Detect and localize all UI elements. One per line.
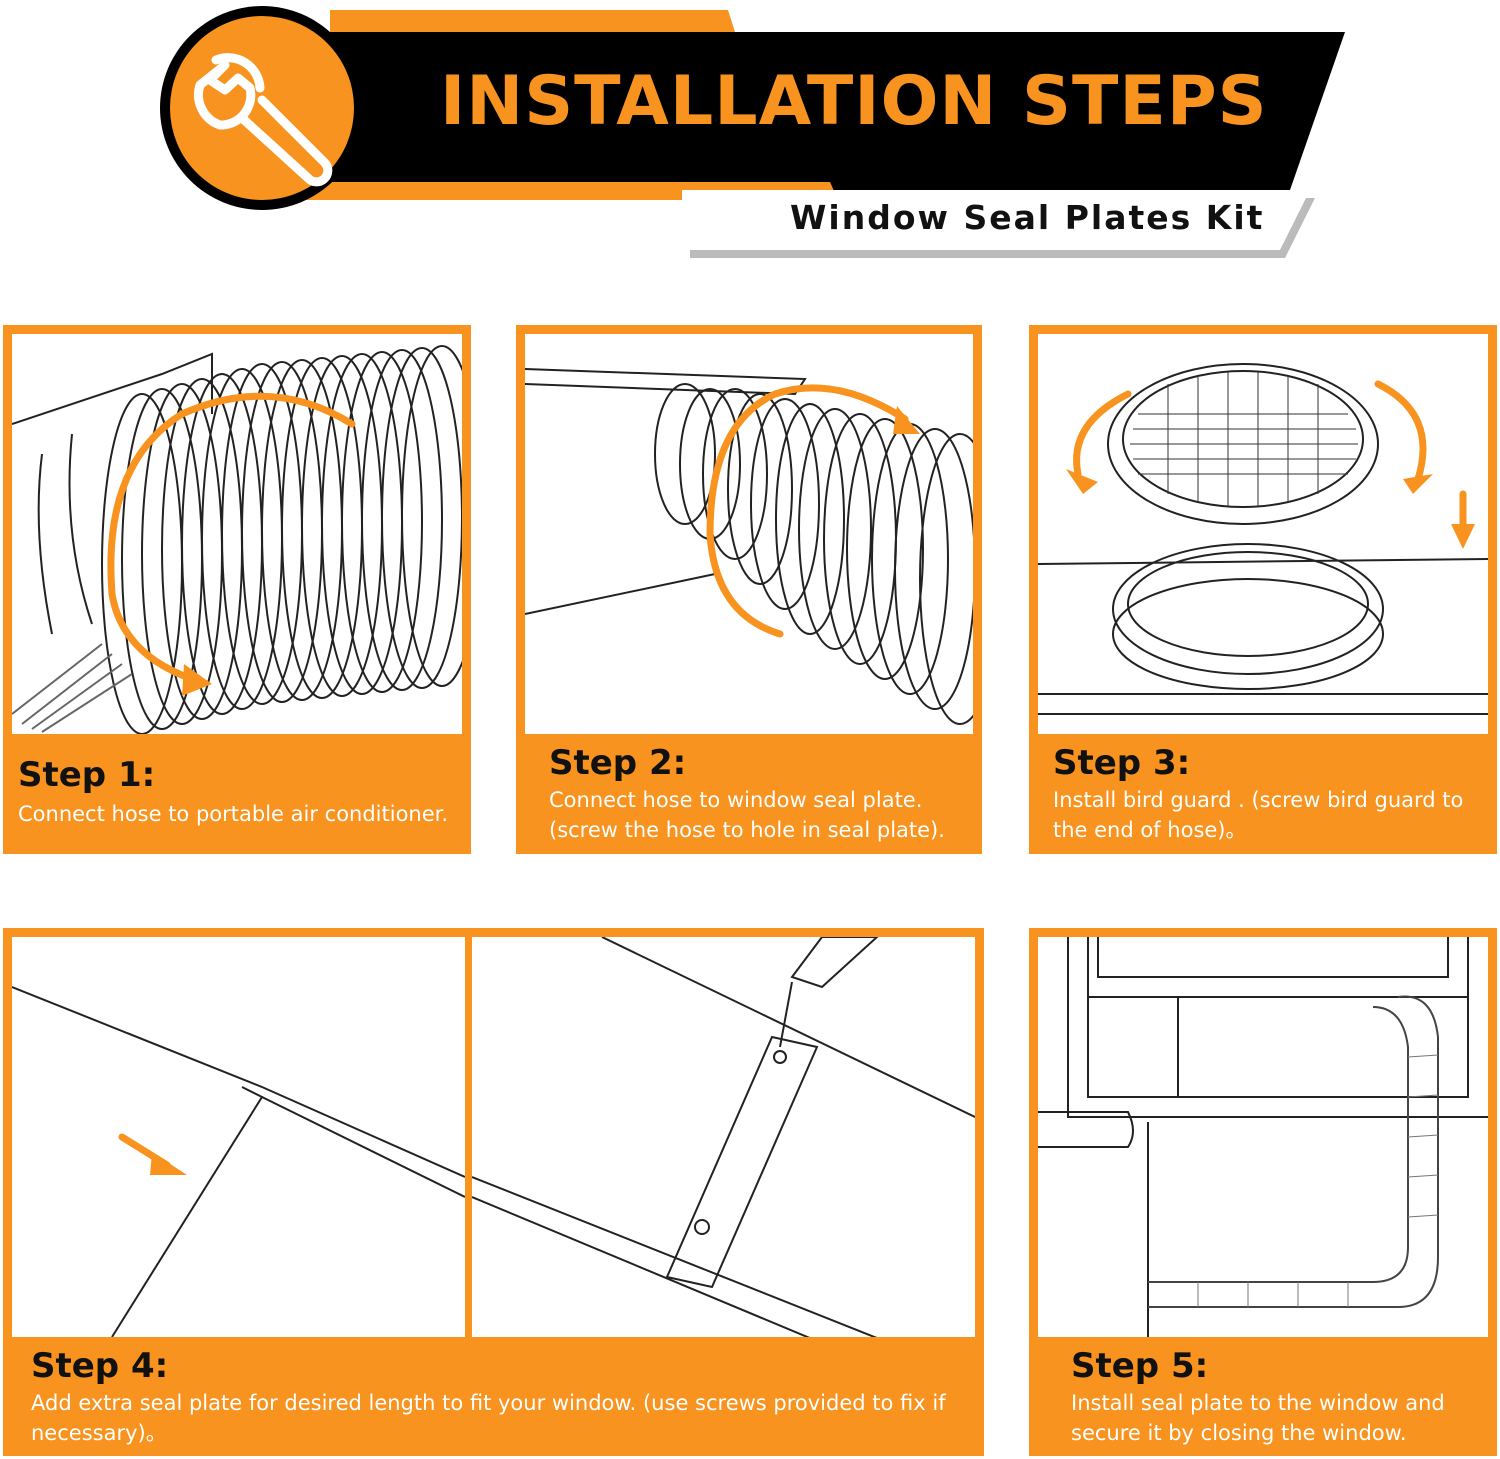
step-5-illustration [1038,937,1488,1337]
step-1-illustration [12,334,462,734]
step-3-panel: Step 3: Install bird guard . (screw bird… [1029,325,1497,854]
step-4-illustration-right [472,937,975,1337]
step-2-panel: Step 2: Connect hose to window seal plat… [516,325,982,854]
step-3-illustration [1038,334,1488,734]
step-1-title: Step 1: [18,755,156,795]
step-3-description: Install bird guard . (screw bird guard t… [1053,788,1464,842]
step-2-description: Connect hose to window seal plate. (scre… [549,788,945,842]
header-graphic [160,6,1345,258]
step-4-panel: Step 4: Add extra seal plate for desired… [3,928,984,1456]
step-4-illustration-left [12,937,465,1337]
step-5-description: Install seal plate to the window and sec… [1071,1391,1445,1445]
step-1-description: Connect hose to portable air conditioner… [18,802,449,826]
step-5-panel: Step 5: Install seal plate to the window… [1029,928,1497,1456]
wrench-icon [193,53,333,187]
header-banner: INSTALLATION STEPS Window Seal Plates Ki… [0,0,1500,270]
step-4-title: Step 4: [31,1346,169,1386]
step-3-title: Step 3: [1053,743,1191,783]
step-2-illustration [525,334,973,734]
step-1-panel: Step 1: Connect hose to portable air con… [3,325,471,854]
page-title: INSTALLATION STEPS [440,62,1268,141]
step-2-title: Step 2: [549,743,687,783]
step-5-title: Step 5: [1071,1346,1209,1386]
step-4-description: Add extra seal plate for desired length … [31,1391,946,1445]
page-subtitle: Window Seal Plates Kit [790,198,1265,237]
